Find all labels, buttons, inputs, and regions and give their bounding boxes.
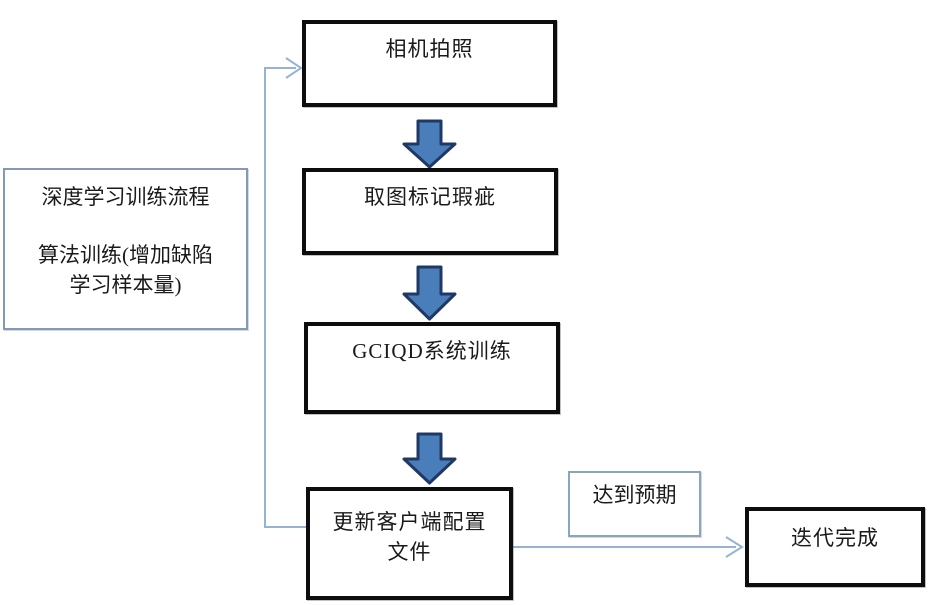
spacer (5, 212, 246, 240)
left-note-box: 深度学习训练流程 算法训练(增加缺陷 学习样本量) (3, 168, 248, 330)
end-box-iteration-complete: 迭代完成 (745, 507, 925, 587)
down-block-arrow-icon (402, 265, 457, 321)
step-box-camera: 相机拍照 (302, 20, 557, 107)
step-label-camera: 相机拍照 (385, 37, 474, 61)
branch-condition-label-box: 达到预期 (568, 471, 701, 537)
down-block-arrow-icon (402, 432, 457, 485)
step-label-update-config-line2: 文件 (387, 540, 432, 564)
down-block-arrow-icon (402, 119, 457, 169)
step-box-update-client-config: 更新客户端配置 文件 (306, 487, 513, 600)
left-note-line2: 算法训练(增加缺陷 (38, 243, 213, 267)
step-label-gciqd-training: GCIQD系统训练 (352, 339, 512, 363)
step-label-mark-defects: 取图标记瑕疵 (364, 185, 496, 209)
left-note-line1: 深度学习训练流程 (41, 185, 210, 209)
step-label-update-config-line1: 更新客户端配置 (332, 510, 487, 534)
feedback-connector-line (264, 67, 306, 528)
step-box-gciqd-training: GCIQD系统训练 (304, 322, 560, 414)
step-box-mark-defects: 取图标记瑕疵 (302, 168, 558, 255)
end-label-iteration-complete: 迭代完成 (791, 526, 879, 550)
feedback-connector-arrowhead-icon (285, 57, 303, 79)
result-connector-arrowhead-icon (725, 536, 744, 558)
branch-condition-label: 达到预期 (592, 483, 677, 507)
left-note-line3: 学习样本量) (69, 273, 182, 297)
